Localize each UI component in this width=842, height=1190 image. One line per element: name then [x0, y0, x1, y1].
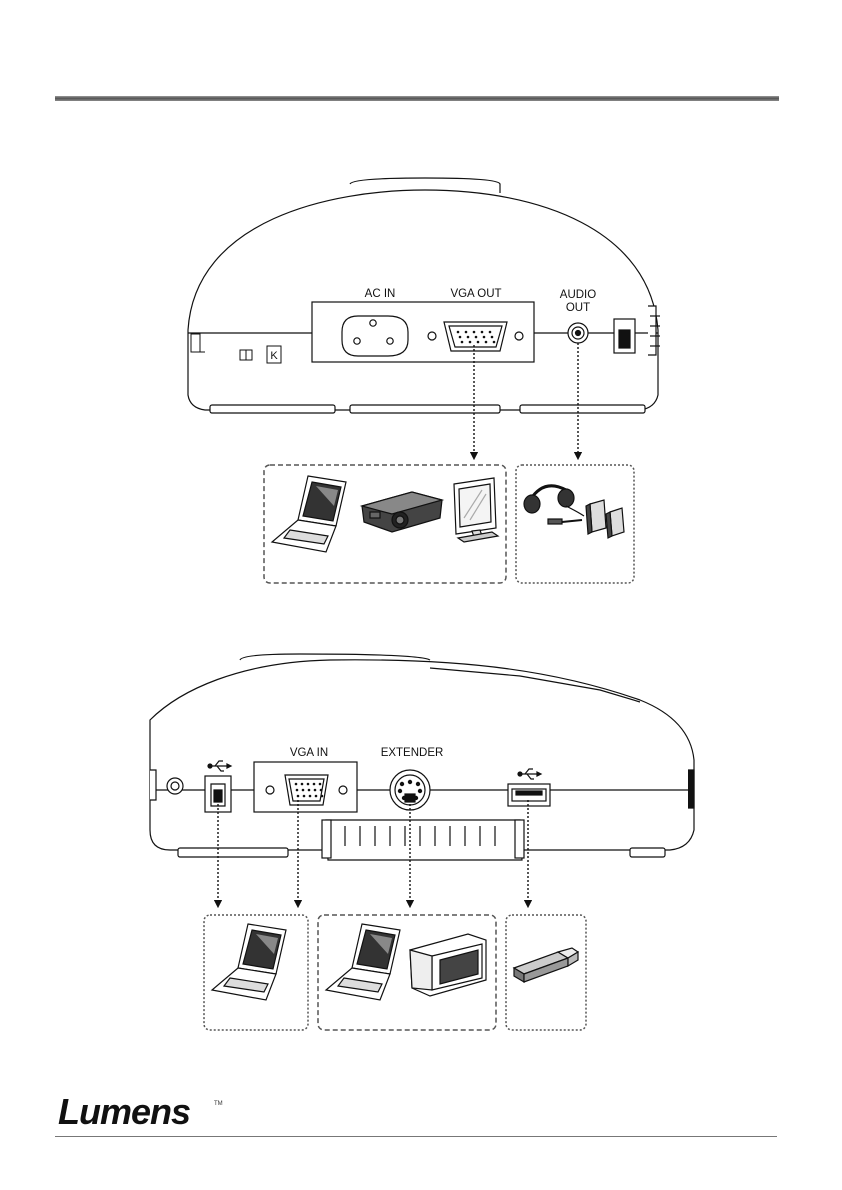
speakers-icon: [586, 500, 624, 538]
projector-icon: [362, 492, 442, 532]
audio-out-jack: [568, 323, 588, 343]
monitor-icon: [454, 478, 498, 542]
laptop-icon: [326, 924, 400, 1000]
usb-drive-icon: [514, 948, 578, 982]
lumens-logo: Lumens: [58, 1094, 190, 1130]
extender-label: EXTENDER: [381, 747, 444, 759]
footer-rule: [55, 1136, 777, 1137]
ac-in-label: AC IN: [365, 288, 396, 300]
audio-out-label-line1: AUDIO: [560, 289, 596, 301]
laptop-icon: [272, 476, 346, 552]
trademark-mark: TM: [214, 1101, 223, 1107]
vga-in-panel: [254, 762, 357, 812]
usb-b-port: [205, 776, 231, 812]
vga-in-label: VGA IN: [290, 747, 328, 759]
vent-grille: [322, 820, 524, 860]
vga-out-label: VGA OUT: [450, 288, 501, 300]
headphones-icon: [524, 486, 584, 524]
audio-out-label-line2: OUT: [566, 302, 590, 314]
laptop-icon: [212, 924, 286, 1000]
svg-text:K: K: [270, 350, 278, 362]
crt-monitor-icon: [410, 934, 486, 996]
usb-a-port: [508, 784, 550, 806]
ac-in-socket: [342, 316, 408, 356]
